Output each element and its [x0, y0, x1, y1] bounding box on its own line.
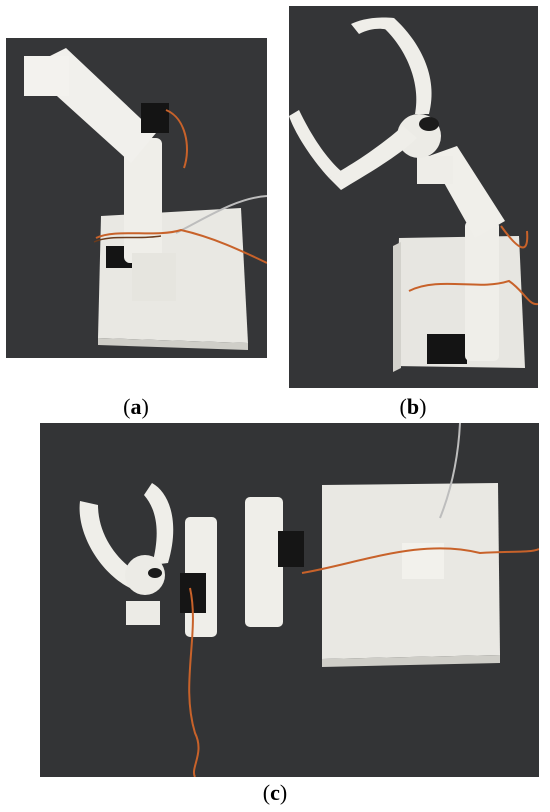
caption-b: (b) — [399, 394, 427, 419]
photo-panel-c — [40, 423, 539, 777]
robot-arm-folded-photo — [6, 38, 267, 358]
robot-arm-gripper-photo — [289, 6, 538, 388]
photo-panel-a — [6, 38, 267, 358]
caption-a: (a) — [123, 394, 149, 419]
robot-arm-parts-photo — [40, 423, 539, 777]
photo-panel-b — [289, 6, 538, 388]
caption-c: (c) — [262, 780, 288, 805]
